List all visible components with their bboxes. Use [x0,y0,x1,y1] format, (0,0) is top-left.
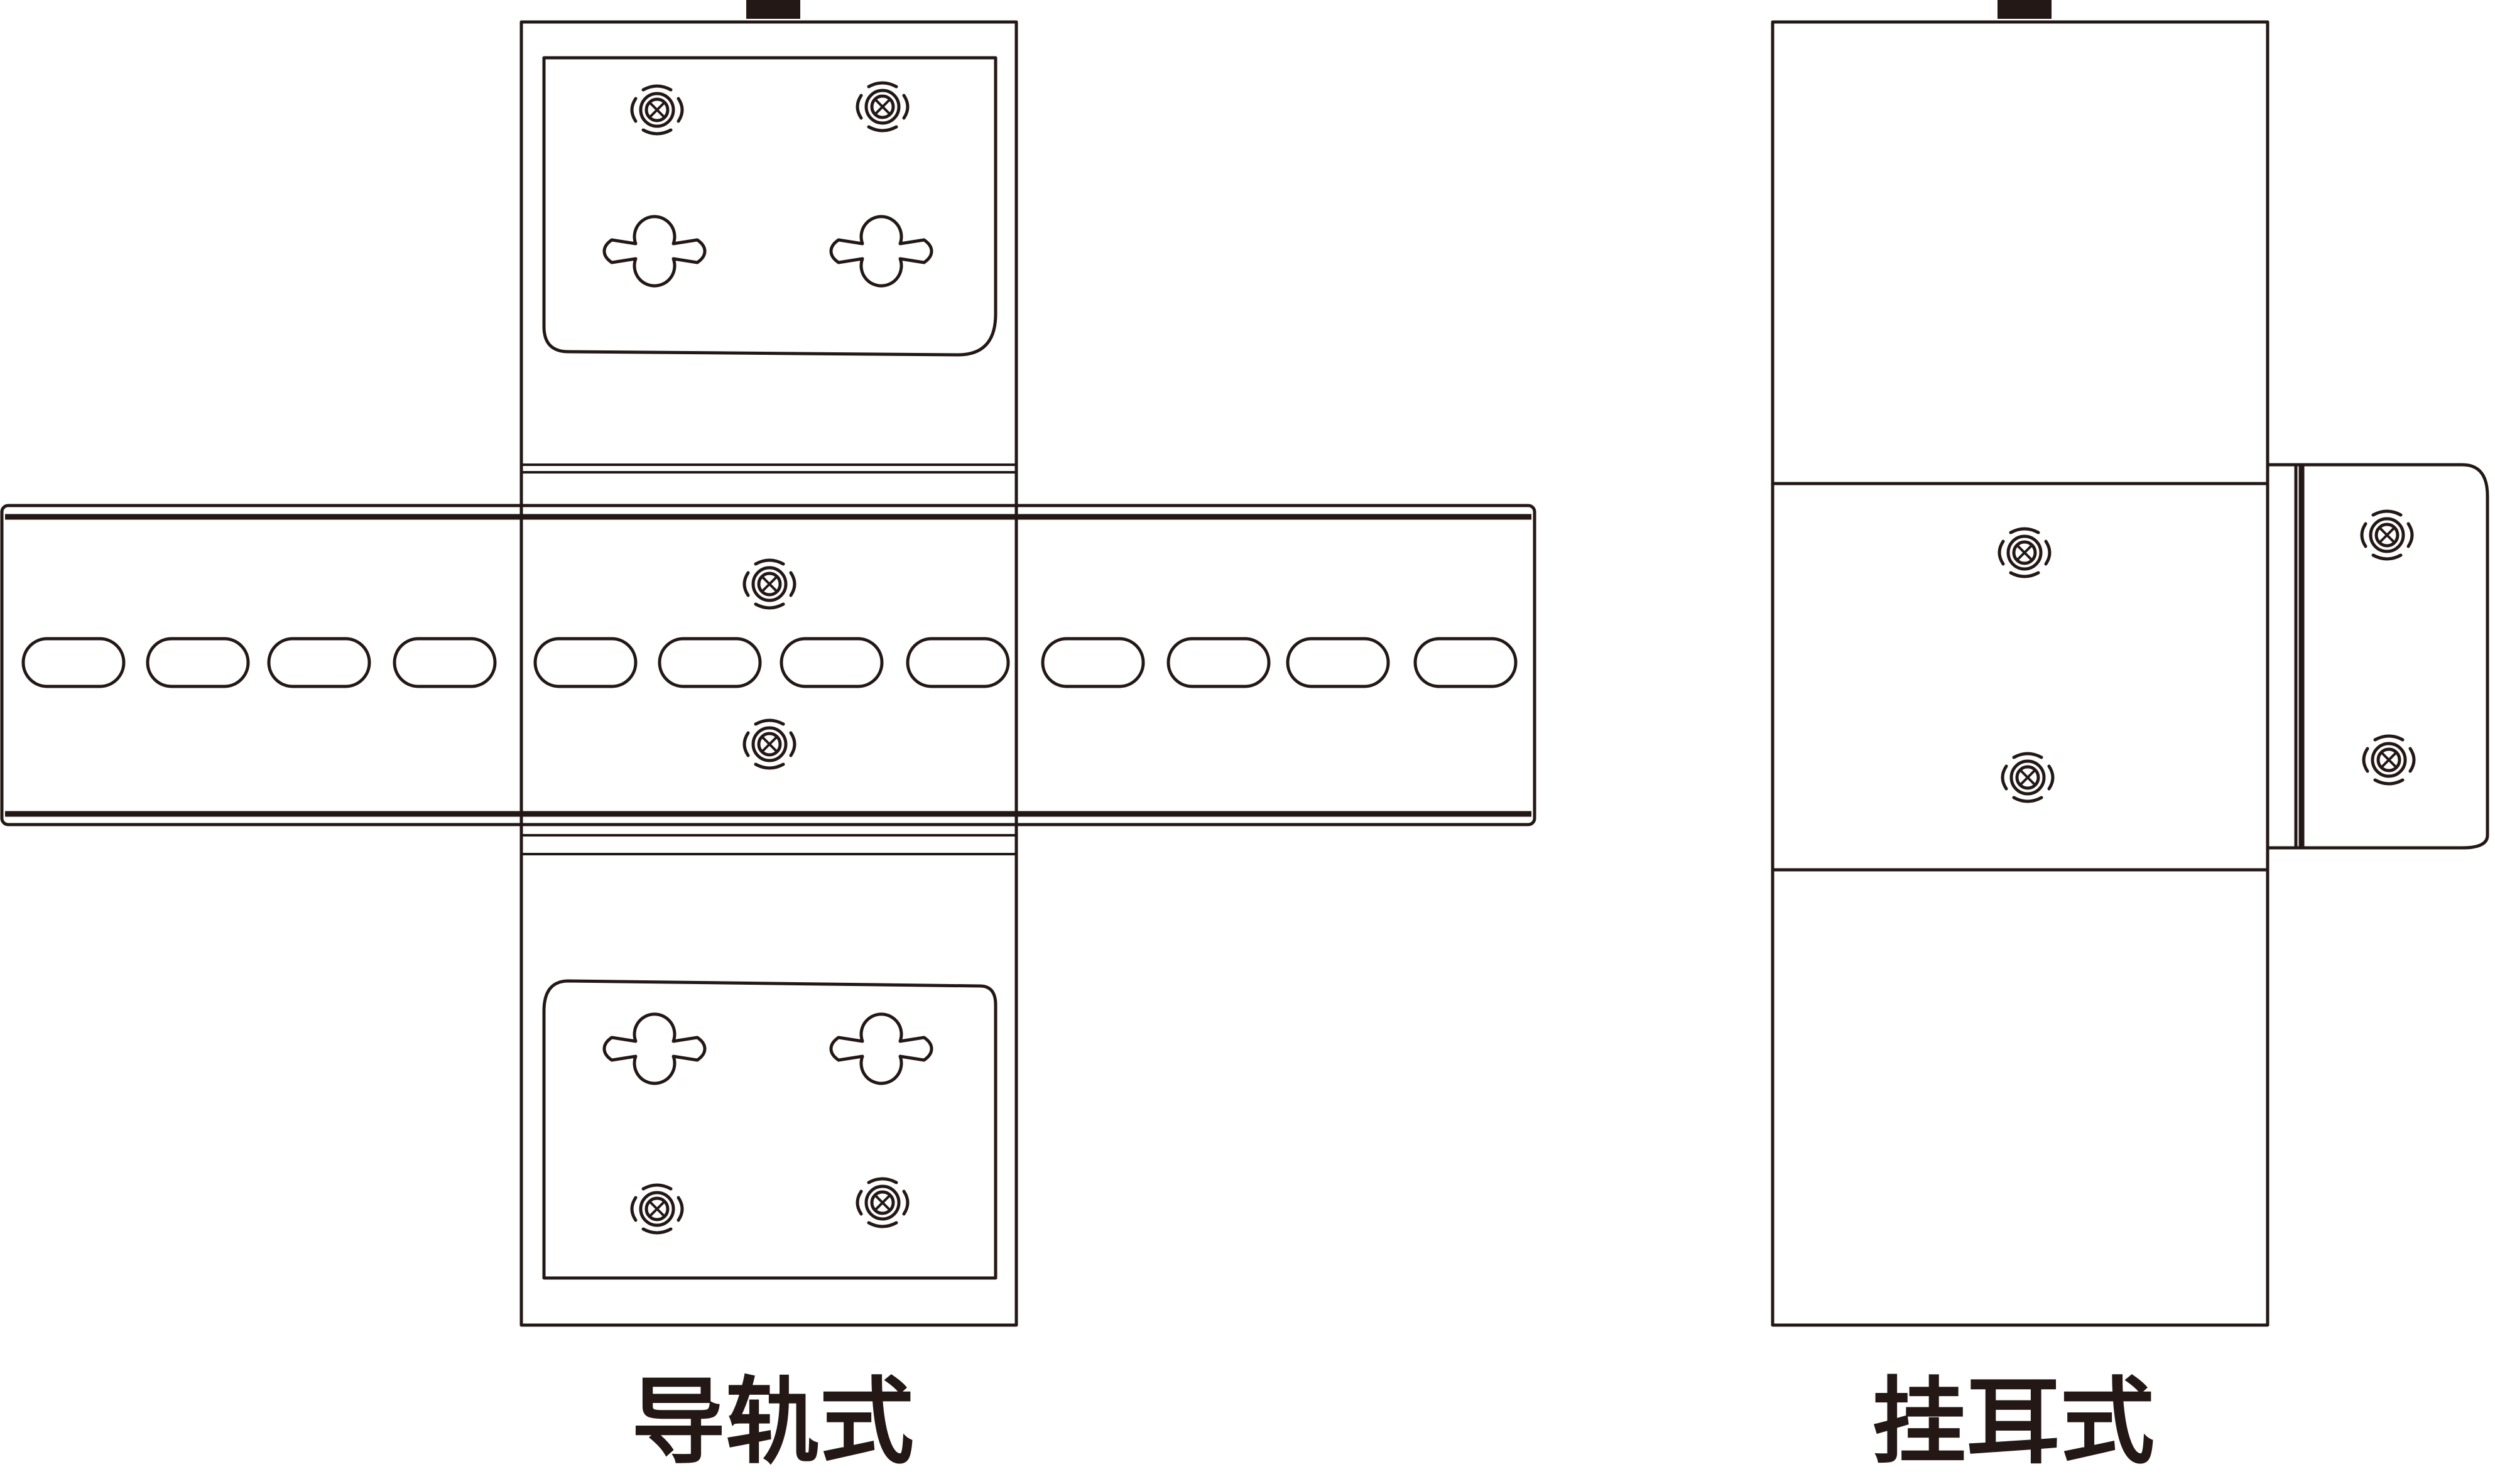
screw-icon [744,720,795,768]
rail-slots [23,639,1516,686]
body-screws [1999,529,2053,801]
screw-icon [632,86,682,134]
screw-icon [857,83,908,131]
screw-icon [2362,511,2412,559]
rail-clip-screws [744,560,795,768]
upper-plate-screws [632,83,908,134]
device-body [1771,20,2269,1327]
top-connector-tab [746,0,800,20]
screw-icon [2364,736,2414,784]
rail-slot [908,639,1008,686]
screw-icon [857,1179,908,1227]
screw-icon [744,560,795,608]
keyhole-icon [604,1014,705,1083]
lower-plate-screws [632,1179,908,1233]
upper-mounting-plate [542,56,997,357]
device-body [519,20,1018,1327]
din-rail [0,463,1536,855]
top-connector-tab [1998,0,2052,20]
screw-icon [632,1185,682,1233]
ear-mount-assembly [1771,0,2489,1327]
keyhole-icon [604,217,705,286]
din-rail-mount-caption: 导轨式 [631,1368,914,1477]
keyhole-icon [831,1014,932,1083]
rail-slot [23,639,124,686]
keyhole-icon [831,217,932,286]
rail-slot [1415,639,1516,686]
lower-plate-keyholes [604,1014,932,1083]
rail-slot [1288,639,1388,686]
rail-slot [148,639,248,686]
rail-slot [781,639,882,686]
din-rail-assembly [0,0,1536,1327]
lower-mounting-plate [542,979,997,1280]
upper-plate-keyholes [604,217,932,286]
screw-icon [2003,754,2053,801]
rail-slot [660,639,760,686]
rail-slot [535,639,636,686]
rail-slot [269,639,369,686]
rail-slot [1168,639,1269,686]
rail-slot [394,639,495,686]
rail-slot [1043,639,1143,686]
ear-mount-caption: 挂耳式 [1871,1368,2155,1477]
mounting-ear-bracket [2266,463,2489,850]
screw-icon [1999,529,2050,577]
